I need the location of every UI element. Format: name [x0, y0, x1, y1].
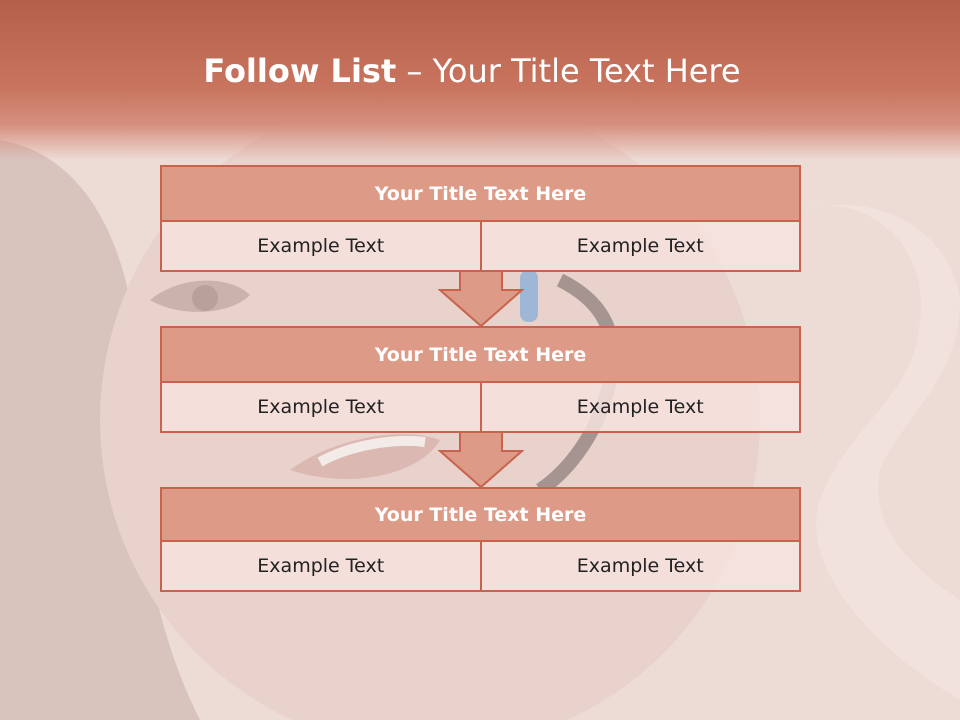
- list-block-2: Your Title Text Here Example Text Exampl…: [160, 326, 801, 433]
- block-cell: Example Text: [479, 222, 800, 270]
- list-block-3: Your Title Text Here Example Text Exampl…: [160, 487, 801, 592]
- block-cell: Example Text: [257, 396, 385, 418]
- list-block-1: Your Title Text Here Example Text Exampl…: [160, 165, 801, 272]
- slide-title: Follow List – Your Title Text Here: [0, 52, 944, 90]
- block-row: Example Text Example Text: [160, 383, 801, 433]
- block-cell: Example Text: [479, 542, 800, 590]
- slide-title-bold: Follow List: [203, 52, 397, 90]
- down-arrow-2: [438, 431, 524, 489]
- block-cell: Example Text: [257, 555, 385, 577]
- block-cell: Example Text: [479, 383, 800, 431]
- block-title: Your Title Text Here: [160, 487, 801, 542]
- block-row: Example Text Example Text: [160, 222, 801, 272]
- block-cell: Example Text: [257, 235, 385, 257]
- down-arrow-1: [438, 270, 524, 328]
- header-band: [0, 0, 960, 160]
- block-title: Your Title Text Here: [160, 326, 801, 383]
- block-row: Example Text Example Text: [160, 542, 801, 592]
- slide-title-rest: – Your Title Text Here: [396, 52, 741, 90]
- block-title: Your Title Text Here: [160, 165, 801, 222]
